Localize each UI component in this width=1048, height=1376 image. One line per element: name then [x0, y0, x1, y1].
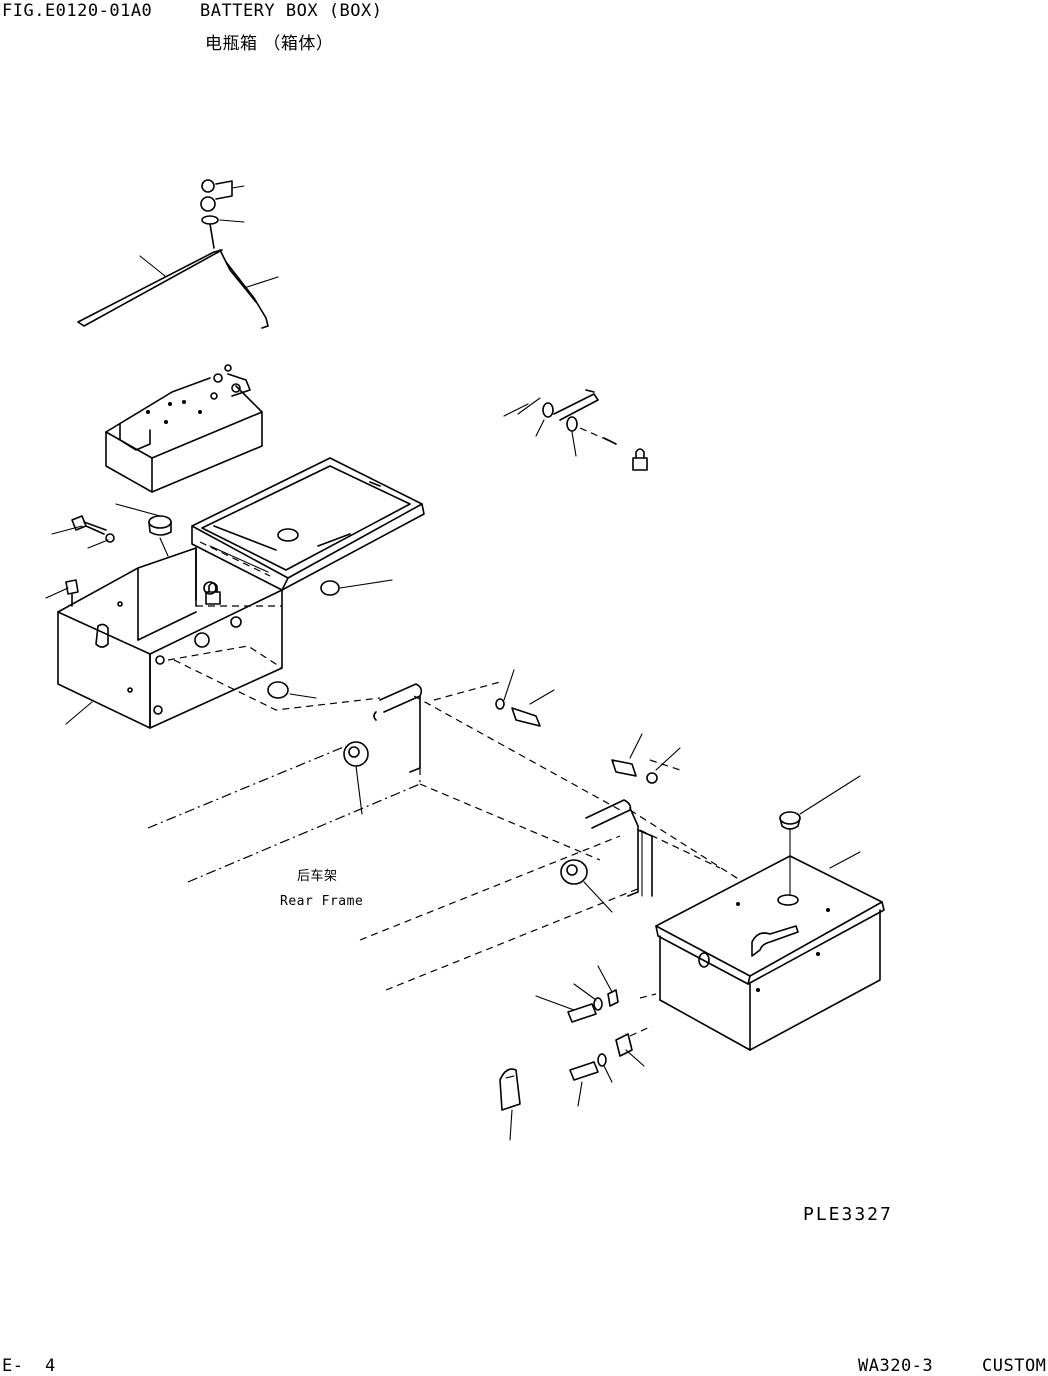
page-number: E- 4	[2, 1356, 56, 1376]
figure-id: FIG.E0120-01A0	[2, 1, 153, 21]
battery-cable-assembly	[77, 179, 279, 329]
rubber-mount-left	[343, 741, 369, 815]
nut	[320, 579, 393, 596]
machine-model: WA320-3	[858, 1356, 934, 1376]
machine-variant: CUSTOM	[982, 1356, 1047, 1376]
padlock-symbol-2	[632, 448, 648, 471]
padlock-symbol	[205, 582, 221, 605]
warning-tag	[499, 1068, 521, 1141]
bolt-middle	[495, 669, 555, 727]
battery-box-left	[57, 547, 283, 729]
figure-subtitle: 电瓶箱 （箱体）	[205, 34, 334, 54]
cap-plug	[115, 503, 172, 557]
plate-code: PLE3327	[803, 1204, 893, 1225]
bolt-left-2	[45, 579, 79, 607]
bolt-left	[51, 515, 115, 549]
clip-hardware	[503, 389, 617, 457]
lower-bolt-1	[535, 965, 619, 1023]
rubber-mount-right	[560, 859, 613, 913]
figure-title: BATTERY BOX (BOX)	[200, 1, 383, 21]
battery-box-right	[639, 851, 885, 1051]
rear-frame	[147, 659, 741, 991]
cap-plug-right	[779, 775, 861, 895]
lower-bolt-2	[569, 1025, 653, 1107]
bolt-middle-2	[611, 733, 681, 784]
insulator-block	[267, 681, 317, 699]
battery	[105, 364, 263, 493]
battery-hold-down-bracket	[191, 457, 425, 601]
rear-frame-label-cn: 后车架	[297, 869, 338, 884]
rear-frame-label-en: Rear Frame	[280, 894, 364, 909]
